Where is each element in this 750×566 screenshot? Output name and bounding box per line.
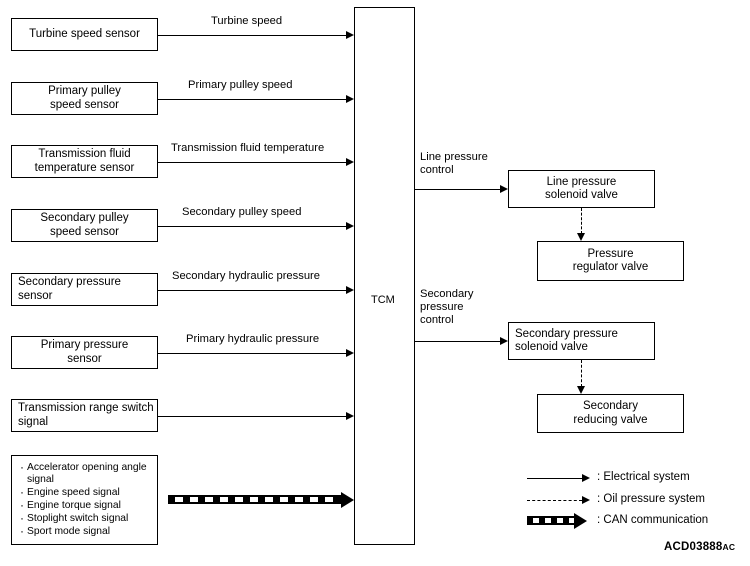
arrow-head-line-pressure-control bbox=[500, 184, 508, 193]
output-box-secondary-reducing-valve: Secondary reducing valve bbox=[537, 394, 684, 433]
legend-arrow-head-can-communication bbox=[574, 512, 587, 529]
figure-id: ACD03888AC bbox=[664, 541, 735, 553]
input-box-transmission-range-switch-signal: Transmission range switch signal bbox=[11, 399, 158, 432]
input-box-label: Transmission fluid temperature sensor bbox=[34, 148, 135, 174]
list-item: Engine torque signal bbox=[19, 499, 153, 512]
legend-arrow-head-oil-pressure-system bbox=[582, 495, 590, 504]
list-item: Stoplight switch signal bbox=[19, 512, 153, 525]
arrow-head-turbine-speed bbox=[346, 30, 354, 39]
connector-line-turbine-speed bbox=[158, 35, 346, 36]
signal-label-secondary-pulley-speed: Secondary pulley speed bbox=[182, 206, 302, 218]
input-box-label: Primary pulley speed sensor bbox=[48, 85, 121, 111]
connector-line-secondary-pressure-control bbox=[415, 341, 500, 342]
arrow-head-secondary-hydraulic-pressure bbox=[346, 285, 354, 294]
arrow-head-primary-hydraulic-pressure bbox=[346, 348, 354, 357]
legend-label-electrical-system: : Electrical system bbox=[597, 471, 690, 483]
connector-line-line-pressure-control bbox=[415, 189, 500, 190]
input-box-secondary-pulley-speed-sensor: Secondary pulley speed sensor bbox=[11, 209, 158, 242]
control-label-secondary-pressure: Secondary pressure control bbox=[420, 288, 474, 326]
oil-line-line-pressure bbox=[581, 208, 582, 234]
input-box-primary-pressure-sensor: Primary pressure sensor bbox=[11, 336, 158, 369]
arrow-head-secondary-pressure-control bbox=[500, 336, 508, 345]
connector-line-transmission-fluid-temperature bbox=[158, 162, 346, 163]
arrow-head-secondary-pulley-speed bbox=[346, 221, 354, 230]
input-box-label: Primary pressure sensor bbox=[40, 339, 129, 365]
connector-line-transmission-range-switch bbox=[158, 416, 346, 417]
input-box-label: Turbine speed sensor bbox=[29, 27, 140, 40]
list-item: Engine speed signal bbox=[19, 486, 153, 499]
output-box-label: Pressure regulator valve bbox=[572, 247, 649, 274]
can-signal-list: Accelerator opening angle signal Engine … bbox=[19, 461, 153, 538]
connector-line-primary-hydraulic-pressure bbox=[158, 353, 346, 354]
signal-label-transmission-fluid-temperature: Transmission fluid temperature bbox=[171, 142, 325, 154]
input-box-primary-pulley-speed-sensor: Primary pulley speed sensor bbox=[11, 82, 158, 115]
output-box-secondary-pressure-solenoid-valve: Secondary pressure solenoid valve bbox=[508, 322, 655, 360]
arrow-head-transmission-fluid-temperature bbox=[346, 157, 354, 166]
arrow-head-transmission-range-switch bbox=[346, 411, 354, 420]
figure-id-main: ACD03888 bbox=[664, 541, 723, 553]
oil-line-secondary-pressure bbox=[581, 360, 582, 387]
signal-label-primary-pulley-speed: Primary pulley speed bbox=[188, 79, 293, 91]
signal-label-secondary-hydraulic-pressure: Secondary hydraulic pressure bbox=[172, 270, 320, 282]
input-box-label: Transmission range switch signal bbox=[18, 402, 154, 428]
output-box-label: Line pressure solenoid valve bbox=[545, 175, 618, 202]
signal-label-turbine-speed: Turbine speed bbox=[211, 15, 283, 27]
legend-label-can-communication: : CAN communication bbox=[597, 514, 709, 526]
list-item: Sport mode signal bbox=[19, 525, 153, 538]
output-box-pressure-regulator-valve: Pressure regulator valve bbox=[537, 241, 684, 281]
output-box-line-pressure-solenoid-valve: Line pressure solenoid valve bbox=[508, 170, 655, 208]
control-label-line-pressure: Line pressure control bbox=[420, 151, 488, 176]
output-box-label: Secondary pressure solenoid valve bbox=[515, 327, 618, 354]
legend-arrow-head-electrical-system bbox=[582, 473, 590, 482]
input-box-turbine-speed-sensor: Turbine speed sensor bbox=[11, 18, 158, 51]
connector-line-secondary-pulley-speed bbox=[158, 226, 346, 227]
can-communication-arrow-head bbox=[341, 491, 354, 508]
input-box-label: Secondary pulley speed sensor bbox=[40, 212, 129, 238]
connector-line-secondary-hydraulic-pressure bbox=[158, 290, 346, 291]
arrow-head-primary-pulley-speed bbox=[346, 94, 354, 103]
tcm-label: TCM bbox=[371, 294, 395, 306]
input-box-label: Secondary pressure sensor bbox=[18, 276, 121, 302]
legend-label-oil-pressure-system: : Oil pressure system bbox=[597, 493, 705, 505]
can-communication-bar bbox=[168, 495, 343, 504]
output-box-label: Secondary reducing valve bbox=[573, 400, 648, 426]
input-box-transmission-fluid-temperature-sensor: Transmission fluid temperature sensor bbox=[11, 145, 158, 178]
legend-bar-can-communication bbox=[527, 516, 575, 525]
input-box-secondary-pressure-sensor: Secondary pressure sensor bbox=[11, 273, 158, 306]
legend-line-oil-pressure-system bbox=[527, 500, 582, 501]
connector-line-primary-pulley-speed bbox=[158, 99, 346, 100]
list-item: Accelerator opening angle signal bbox=[19, 461, 153, 487]
legend-line-electrical-system bbox=[527, 478, 582, 479]
input-box-can-signals: Accelerator opening angle signal Engine … bbox=[11, 455, 158, 545]
tcm-box bbox=[354, 7, 415, 545]
figure-id-suffix: AC bbox=[722, 542, 736, 552]
arrow-head-secondary-reducing-valve bbox=[576, 386, 585, 394]
signal-label-primary-hydraulic-pressure: Primary hydraulic pressure bbox=[186, 333, 320, 345]
arrow-head-pressure-regulator-valve bbox=[576, 233, 585, 241]
